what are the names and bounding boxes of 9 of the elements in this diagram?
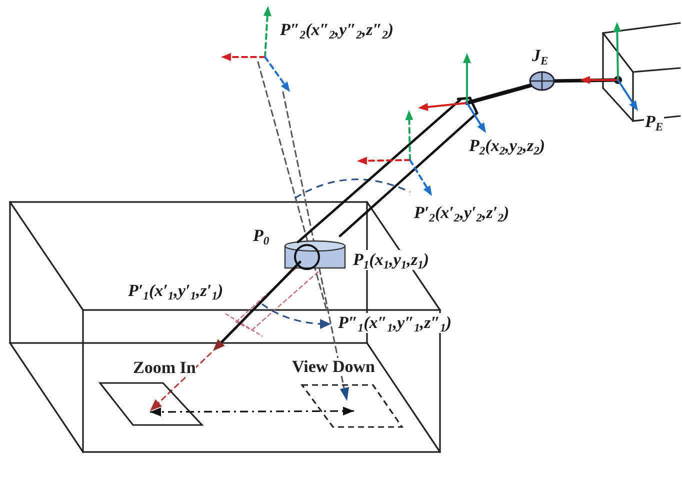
region-heading: View Down	[292, 358, 375, 376]
point-label: P$_{2}$(x$_{2}$,y$_{2}$,z$_{2}$)	[468, 136, 546, 156]
point-label: P′$_{1}$(x′$_{1}$,y′$_{1}$,z′$_{1}$)	[127, 281, 224, 301]
region-heading: Zoom In	[133, 359, 196, 377]
point-label: P″$_{1}$(x″$_{1}$,y″$_{1}$,z″$_{1}$)	[337, 313, 453, 333]
double-arrow	[150, 406, 354, 416]
point-label: P′$_{2}$(x′$_{2}$,y′$_{2}$,z′$_{2}$)	[413, 203, 510, 223]
point-label: P″$_{2}$(x″$_{2}$,y″$_{2}$,z″$_{2}$)	[279, 20, 395, 40]
point-label: P$_{1}$(x$_{1}$,y$_{1}$,z$_{1}$)	[352, 250, 430, 270]
